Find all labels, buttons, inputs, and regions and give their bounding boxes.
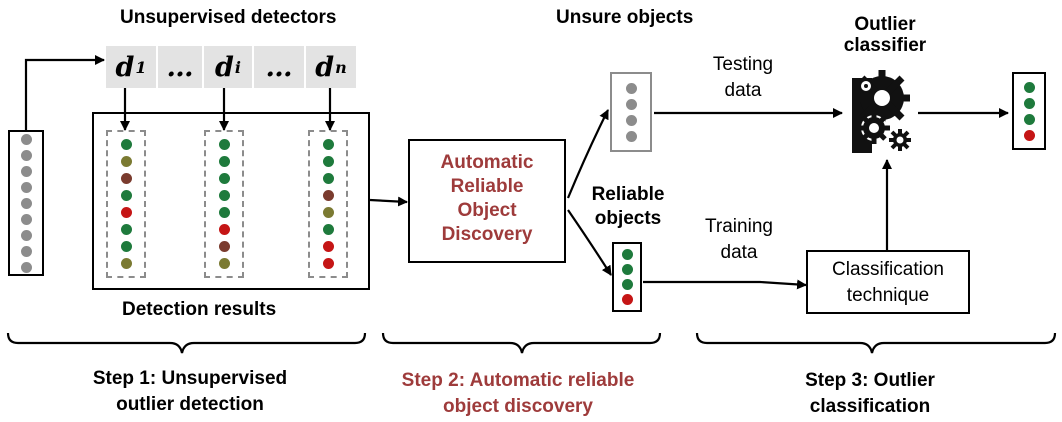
object-dot-red — [218, 224, 230, 235]
result-column-1 — [106, 130, 146, 278]
object-dot-red — [120, 207, 132, 218]
testing-data-label: Testing data — [712, 54, 774, 101]
object-dot-gray — [625, 130, 637, 142]
object-dot-green — [218, 207, 230, 218]
object-dot-olive — [322, 207, 334, 218]
object-dot-green — [322, 156, 334, 167]
object-dot-green — [322, 139, 334, 150]
object-dot-gray — [20, 261, 32, 273]
detection-results-box — [92, 112, 370, 290]
detection-results-label: Detection results — [122, 299, 277, 320]
object-dot-green — [322, 224, 334, 235]
object-dot-green — [1023, 97, 1035, 109]
result-column-2 — [204, 130, 244, 278]
object-dot-green — [218, 156, 230, 167]
object-dot-gray — [20, 165, 32, 177]
object-dot-green — [218, 190, 230, 201]
object-dot-green — [218, 173, 230, 184]
step1-label: Step 1: Unsupervised outlier detection — [92, 368, 288, 415]
object-dot-gray — [20, 133, 32, 145]
reliable-object-discovery-box: Automatic Reliable Object Discovery — [408, 139, 566, 263]
object-dot-olive — [120, 156, 132, 167]
arrow-results-to-discovery — [369, 196, 408, 207]
arrow-input-to-detectors — [24, 55, 105, 130]
input-data-column — [8, 130, 44, 276]
step3-label: Step 3: Outlier classification — [805, 370, 935, 417]
gears-icon — [852, 70, 911, 153]
object-dot-red — [621, 294, 633, 305]
object-dot-brown — [218, 241, 230, 252]
detectors-heading: Unsupervised detectors — [120, 7, 337, 28]
object-dot-green — [120, 241, 132, 252]
object-dot-gray — [20, 197, 32, 209]
object-dot-olive — [120, 258, 132, 269]
object-dot-gray — [625, 98, 637, 110]
reliable-objects-heading: Reliable objects — [591, 184, 665, 229]
object-dot-brown — [322, 190, 334, 201]
step2-label: Step 2: Automatic reliable object discov… — [401, 370, 635, 417]
object-dot-gray — [20, 149, 32, 161]
arrow-training-data — [643, 279, 807, 290]
object-dot-olive — [218, 258, 230, 269]
step2-brace — [381, 332, 662, 354]
object-dot-brown — [120, 173, 132, 184]
object-dot-green — [1023, 81, 1035, 93]
object-dot-green — [120, 190, 132, 201]
detector-ellipsis-1: … — [158, 46, 202, 88]
outlier-classifier-heading: Outlier classifier — [843, 14, 927, 56]
object-dot-green — [621, 249, 633, 260]
object-dot-gray — [20, 229, 32, 241]
arrow-discovery-to-unsure — [566, 109, 609, 199]
object-dot-red — [322, 241, 334, 252]
object-dot-green — [120, 224, 132, 235]
object-dot-green — [120, 139, 132, 150]
output-column — [1012, 72, 1046, 150]
object-dot-green — [1023, 113, 1035, 125]
classification-technique-box: Classification technique — [806, 250, 970, 314]
step3-brace — [695, 332, 1057, 354]
unsure-objects-column — [610, 72, 652, 152]
result-column-3 — [308, 130, 348, 278]
training-data-label: Training data — [705, 216, 773, 263]
arrow-discovery-to-reliable — [567, 209, 612, 276]
object-dot-green — [621, 264, 633, 275]
object-dot-gray — [625, 82, 637, 94]
object-dot-red — [322, 258, 334, 269]
detector-ellipsis-2: … — [254, 46, 304, 88]
reliable-objects-column — [612, 242, 642, 312]
object-dot-gray — [20, 181, 32, 193]
unsure-objects-heading: Unsure objects — [556, 7, 694, 28]
object-dot-green — [621, 279, 633, 290]
object-dot-green — [322, 173, 334, 184]
step1-brace — [6, 332, 367, 354]
object-dot-red — [1023, 129, 1035, 141]
object-dot-green — [218, 139, 230, 150]
object-dot-gray — [20, 245, 32, 257]
object-dot-gray — [625, 114, 637, 126]
object-dot-gray — [20, 213, 32, 225]
